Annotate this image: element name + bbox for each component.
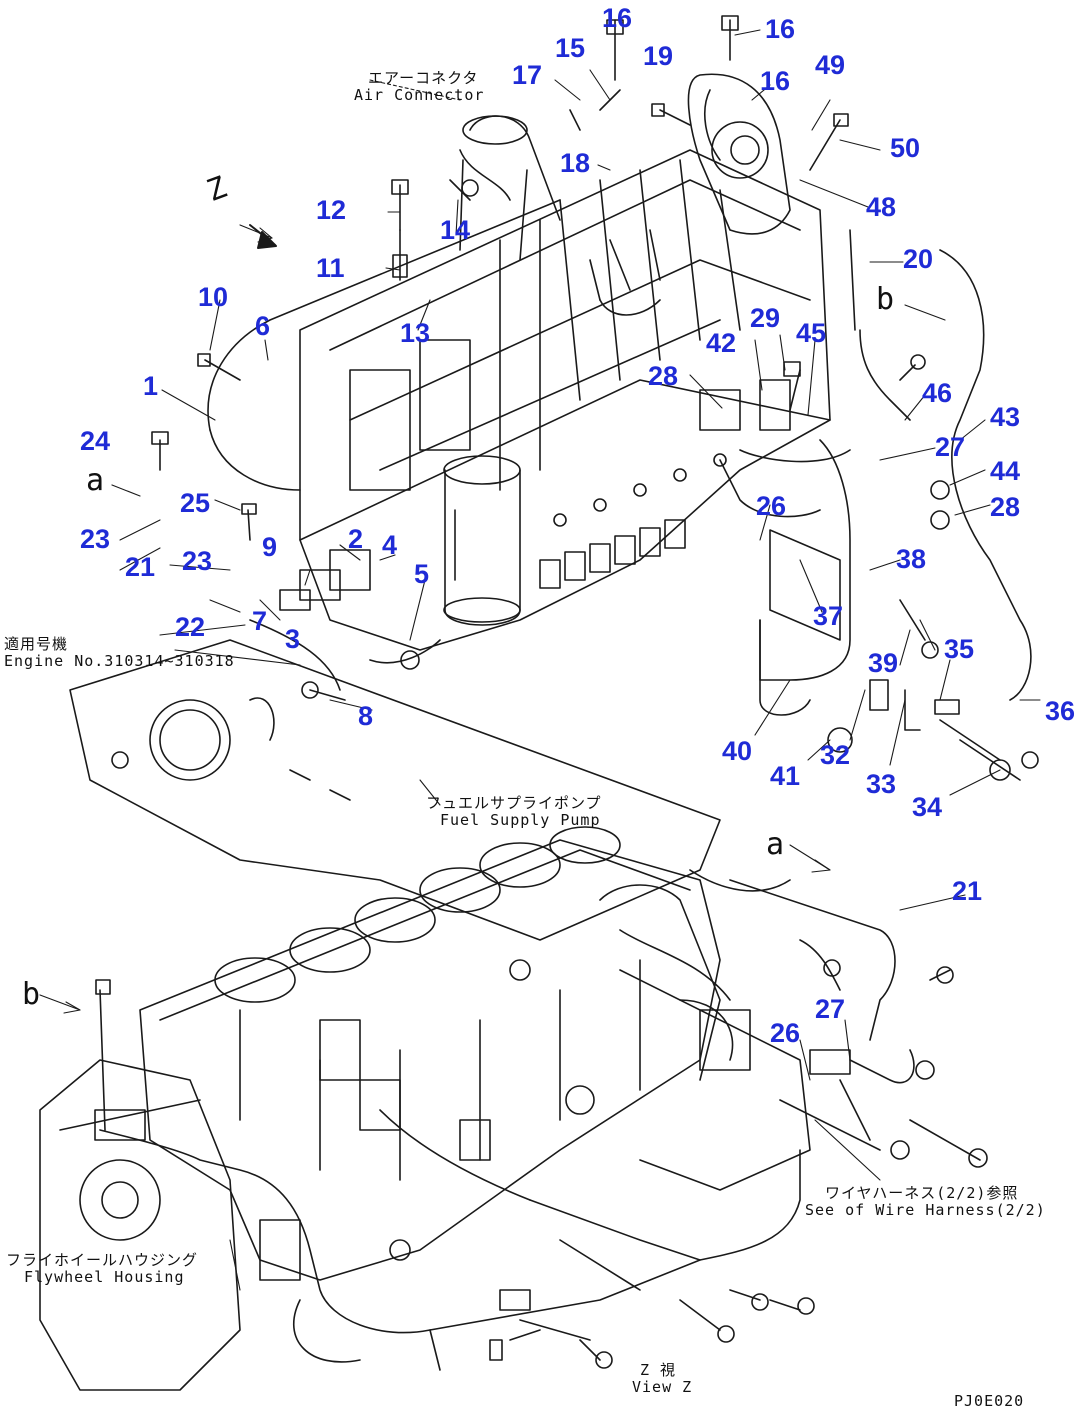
part-label-10: 10 [198, 282, 229, 312]
part-label-2: 2 [348, 524, 364, 554]
part-label-42: 41 [770, 761, 801, 791]
part-label-39: 38 [896, 544, 927, 574]
wire-harness-reference-label-jp: ワイヤハーネス(2/2)参照 [825, 1184, 1019, 1202]
wire-harness-reference-label-en: See of Wire Harness(2/2) [805, 1201, 1046, 1220]
rear-upper-parts [700, 380, 1038, 780]
part-label-46: 45 [796, 318, 827, 348]
part-label-21a: 20 [903, 244, 934, 274]
part-label-13: 13 [400, 318, 431, 348]
part-label-4: 4 [382, 530, 398, 560]
part-label-14: 14 [440, 215, 471, 245]
part-label-7: 7 [252, 606, 268, 636]
part-label-23a: 23 [80, 524, 111, 554]
part-label-5: 5 [414, 559, 430, 589]
part-label-16a: 16 [602, 3, 633, 33]
part-label-50: 50 [890, 133, 921, 163]
part-label-27: 27 [815, 994, 846, 1024]
part-label-21c: 21 [952, 876, 983, 906]
engine-serial-label: 適用号機 Engine No.310314~310318 [4, 635, 235, 671]
part-label-9: 9 [262, 532, 278, 562]
part-label-44: 43 [990, 402, 1021, 432]
air-connector-label: エアーコネクタ Air Connector [354, 69, 484, 105]
part-label-32: 29 [750, 303, 781, 333]
cylinder-head-assembly [300, 74, 830, 650]
part-label-24: 24 [80, 426, 111, 456]
view-z-arrow [250, 225, 276, 248]
view-letter-a-lower: a [766, 827, 785, 862]
view-z-caption: Z 視 View Z [632, 1361, 693, 1397]
lower-fasteners [490, 960, 987, 1368]
part-label-6: 6 [255, 311, 271, 341]
part-label-8: 8 [358, 701, 374, 731]
flywheel-housing-label-jp: フライホイールハウジング [6, 1251, 199, 1269]
view-z-caption-en: View Z [632, 1378, 693, 1397]
part-label-15: 15 [555, 33, 586, 63]
flywheel-housing-label: フライホイールハウジング Flywheel Housing [6, 1251, 199, 1287]
leader-lines [40, 30, 1040, 1290]
part-label-43: 42 [706, 328, 737, 358]
part-label-25: 25 [180, 488, 211, 518]
part-label-48: 48 [866, 192, 897, 222]
cylinder-block [40, 827, 810, 1390]
part-label-31: 28 [648, 361, 679, 391]
part-label-33: 32 [820, 740, 851, 770]
wire-harness-reference-label: ワイヤハーネス(2/2)参照 See of Wire Harness(2/2) [805, 1184, 1046, 1220]
part-label-21b: 21 [125, 552, 156, 582]
part-label-11: 11 [316, 253, 345, 283]
engine-serial-label-jp: 適用号機 [4, 635, 69, 653]
part-label-20: 19 [643, 41, 674, 71]
flywheel-housing-label-en: Flywheel Housing [24, 1268, 185, 1287]
part-label-22: 22 [175, 612, 206, 642]
part-label-35: 34 [912, 792, 943, 822]
fuel-supply-pump-label-en: Fuel Supply Pump [440, 811, 601, 830]
part-label-47: 46 [922, 378, 953, 408]
part-label-29: 27 [935, 432, 966, 462]
part-label-36: 35 [944, 634, 975, 664]
part-label-1: 1 [143, 371, 159, 401]
part-label-30: 28 [990, 492, 1021, 522]
part-label-49: 49 [815, 50, 846, 80]
part-label-28: 26 [756, 491, 787, 521]
part-label-38: 37 [813, 601, 844, 631]
drawing-reference-code: PJ0E020 [954, 1392, 1025, 1410]
fuel-supply-pump-label-jp: フュエルサプライポンプ [426, 794, 602, 812]
upper-fasteners [152, 16, 949, 700]
view-letter-b-lower: b [22, 977, 41, 1012]
part-label-17: 16 [760, 66, 791, 96]
part-label-18: 17 [512, 60, 543, 90]
engine-serial-label-en: Engine No.310314~310318 [4, 652, 235, 671]
part-label-26: 26 [770, 1018, 801, 1048]
part-label-16b: 16 [765, 14, 796, 44]
air-connector-label-jp: エアーコネクタ [368, 69, 479, 87]
fuel-supply-pump-label: フュエルサプライポンプ Fuel Supply Pump [418, 794, 602, 830]
part-label-41: 40 [722, 736, 753, 766]
wire-harness-upper [208, 200, 1031, 700]
part-label-23b: 23 [182, 546, 213, 576]
wire-harness-lower [100, 870, 914, 1370]
part-label-34: 33 [866, 769, 897, 799]
part-label-40: 39 [868, 648, 899, 678]
air-connector-label-en: Air Connector [354, 86, 485, 105]
view-letter-a-upper: a [86, 463, 105, 498]
view-letter-b-upper: b [876, 282, 895, 317]
part-label-19: 18 [560, 148, 591, 178]
view-z-caption-jp: Z 視 [640, 1361, 677, 1379]
part-label-45: 44 [990, 456, 1021, 486]
part-label-3: 3 [285, 624, 301, 654]
part-label-12: 12 [316, 195, 347, 225]
part-label-37: 36 [1045, 696, 1076, 726]
head-gasket [70, 640, 720, 940]
